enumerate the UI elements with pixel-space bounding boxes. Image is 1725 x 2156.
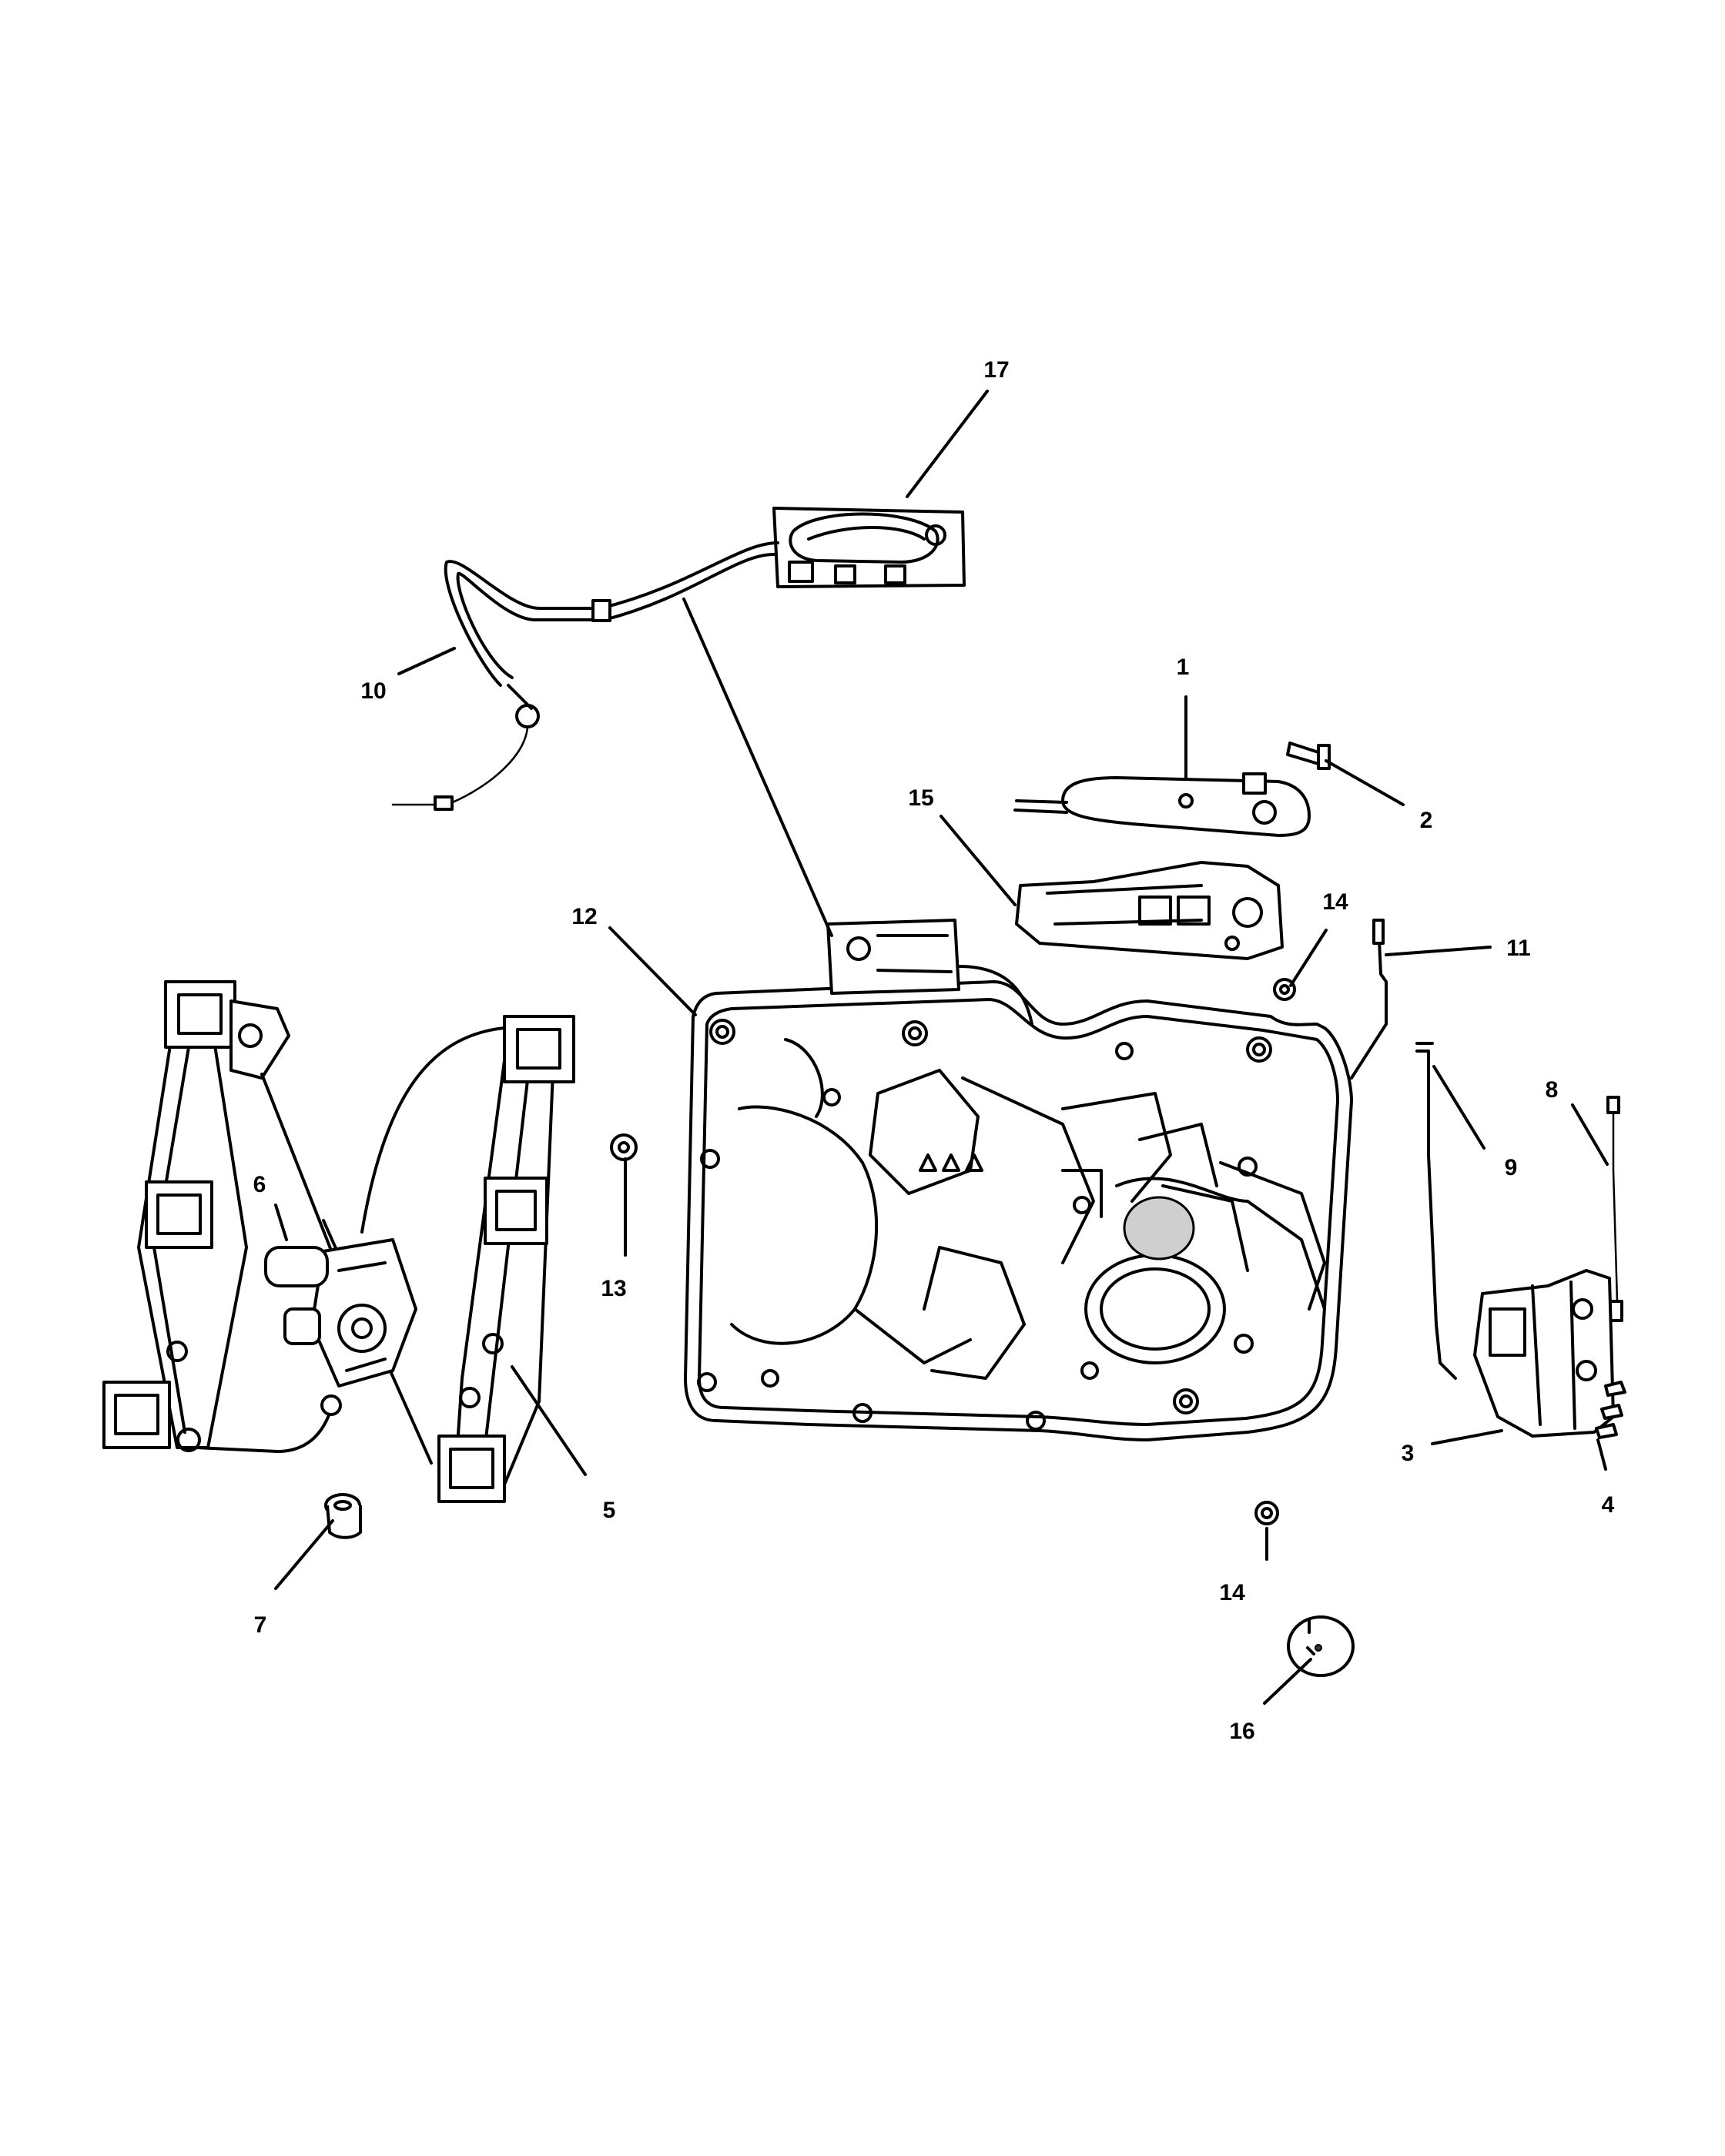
leader-lines — [274, 390, 1609, 1705]
callout-17: 17 — [983, 357, 1009, 383]
rod-part-9 — [1415, 1042, 1457, 1380]
screw-part-2 — [1286, 742, 1331, 770]
callout-8: 8 — [1546, 1077, 1559, 1103]
window-regulator-part-5 — [102, 980, 575, 1503]
callout-13: 13 — [601, 1276, 626, 1301]
callout-2: 2 — [1420, 808, 1433, 833]
callout-14b: 14 — [1219, 1580, 1245, 1605]
exterior-handle-part-1 — [1013, 772, 1311, 837]
handle-bracket-part-15 — [1015, 861, 1284, 960]
callout-1: 1 — [1177, 654, 1190, 680]
latch-screws-part-4 — [1595, 1381, 1626, 1439]
callout-5: 5 — [603, 1498, 616, 1523]
clip-part-14-upper — [1273, 978, 1296, 1001]
callout-4: 4 — [1602, 1492, 1615, 1518]
callout-15: 15 — [908, 785, 933, 811]
callout-labels: 17 10 1 2 15 14 11 12 9 8 6 13 5 7 3 4 1… — [253, 357, 1615, 1744]
clip-part-14-lower — [1254, 1501, 1279, 1525]
callout-12: 12 — [571, 904, 597, 929]
callout-6: 6 — [253, 1172, 266, 1197]
push-pin-part-13 — [610, 1133, 638, 1161]
callout-11: 11 — [1506, 936, 1531, 961]
callout-14a: 14 — [1322, 889, 1348, 915]
rod-part-11 — [1350, 919, 1388, 1080]
callout-16: 16 — [1229, 1719, 1254, 1744]
cap-plug-part-16 — [1287, 1615, 1355, 1677]
grommet-part-7 — [324, 1493, 362, 1539]
release-cable-part-10 — [391, 541, 779, 811]
callout-3: 3 — [1402, 1441, 1415, 1466]
callout-7: 7 — [254, 1612, 267, 1638]
regulator-motor-part-6 — [264, 1238, 417, 1416]
callout-10: 10 — [360, 678, 386, 704]
door-carrier-panel-part-12 — [684, 980, 1353, 1441]
callout-9: 9 — [1505, 1155, 1518, 1180]
interior-handle-part-17 — [772, 507, 966, 588]
door-latch-part-3 — [1473, 1269, 1615, 1438]
latch-connector-on-panel — [826, 919, 1033, 1026]
